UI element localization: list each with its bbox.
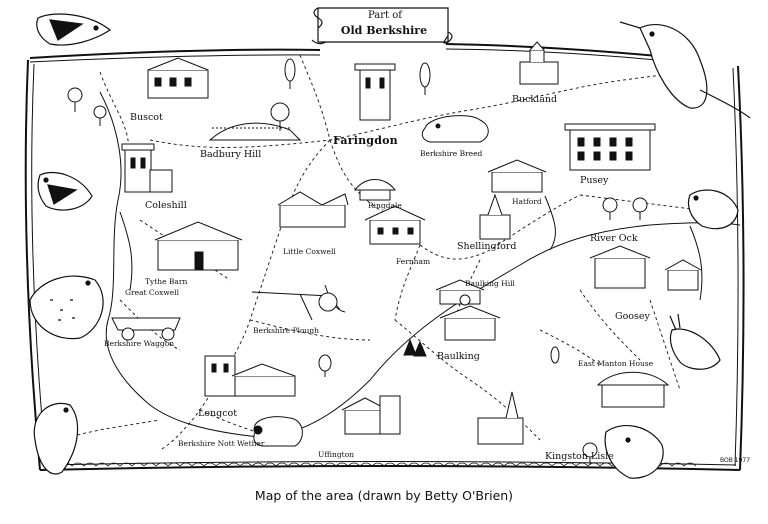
map-title-line-2: Old Berkshire	[340, 24, 428, 37]
badbury-hill-illustration	[208, 122, 302, 141]
label-fernham: Fernham	[396, 257, 431, 266]
label-east-manton-house: East Manton House	[578, 359, 654, 368]
label-uffington: Uffington	[318, 450, 355, 459]
pig-illustration	[421, 115, 489, 143]
top-left-bird-illustration	[36, 13, 112, 46]
label-great-coxwell: Great Coxwell	[125, 288, 180, 297]
shellingford-church-illustration	[479, 193, 511, 240]
label-berkshire-nott-wether: Berkshire Nott Wether	[178, 439, 265, 448]
label-berkshire-breed: Berkshire Breed	[420, 149, 483, 158]
label-berkshire-plough: Berkshire Plough	[253, 326, 319, 335]
left-mid-bird-illustration	[37, 171, 93, 211]
bottom-left-robin-illustration	[33, 402, 79, 475]
faringdon-tower-illustration	[354, 63, 396, 121]
label-baulking: Baulking	[437, 351, 480, 362]
map-title-line-1: Part of	[368, 10, 402, 21]
trees	[67, 58, 648, 465]
label-pusey: Pusey	[580, 175, 609, 186]
fernham-house-illustration	[364, 205, 426, 245]
hatford-church-illustration	[487, 159, 547, 193]
label-buckland: Buckland	[512, 94, 558, 105]
right-mid-bird-illustration	[687, 189, 739, 230]
roads	[59, 54, 701, 451]
label-hatford: Hatford	[512, 197, 542, 206]
birds	[29, 13, 751, 479]
right-crested-bird-illustration	[669, 313, 721, 370]
buscot-house-illustration	[147, 57, 209, 99]
buckland-church-illustration	[519, 41, 559, 85]
label-river-ock: River Ock	[590, 233, 638, 244]
label-ringdale: Ringdale	[368, 201, 402, 210]
plough-illustration	[251, 284, 346, 321]
longcot-church-illustration	[204, 355, 296, 397]
building-vignettes	[111, 41, 702, 447]
label-coleshill: Coleshill	[145, 200, 187, 211]
coleshill-church-illustration	[121, 143, 173, 193]
title-scroll	[311, 7, 453, 45]
label-goosey: Goosey	[615, 311, 650, 322]
bottom-right-bird-illustration	[604, 424, 664, 479]
river-ock-cottage-illustration	[589, 245, 702, 291]
little-coxwell-cottages-illustration	[277, 191, 349, 228]
label-berkshire-waggon: Berkshire Waggon	[104, 339, 175, 348]
kingston-lisle-church-illustration	[477, 391, 524, 445]
pusey-house-illustration	[564, 123, 656, 171]
map-caption: Map of the area (drawn by Betty O'Brien)	[254, 488, 514, 503]
baulking-house-illustration	[439, 305, 501, 341]
east-manton-house-illustration	[596, 371, 670, 408]
label-faringdon: Faringdon	[333, 134, 398, 147]
waggon-illustration	[111, 317, 181, 341]
label-buscot: Buscot	[130, 112, 163, 123]
left-thrush-illustration	[29, 275, 104, 340]
label-little-coxwell: Little Coxwell	[283, 247, 336, 256]
top-right-bird-illustration	[619, 21, 751, 119]
label-kingston-lisle: Kingston Lisle	[545, 451, 614, 462]
ringdale-illustration	[354, 179, 396, 201]
uffington-church-illustration	[341, 395, 401, 435]
border-frame	[24, 43, 745, 471]
sheep-illustration	[253, 416, 303, 447]
label-shellingford: Shellingford	[457, 241, 517, 252]
label-longcot: Longcot	[198, 408, 238, 419]
artist-signature: BOB 1977	[720, 457, 751, 464]
tythe-barn-illustration	[154, 221, 243, 271]
label-baulking-hill: Baulking Hill	[465, 279, 515, 288]
label-tythe-barn: Tythe Barn	[145, 277, 188, 286]
label-badbury-hill: Badbury Hill	[200, 149, 262, 160]
